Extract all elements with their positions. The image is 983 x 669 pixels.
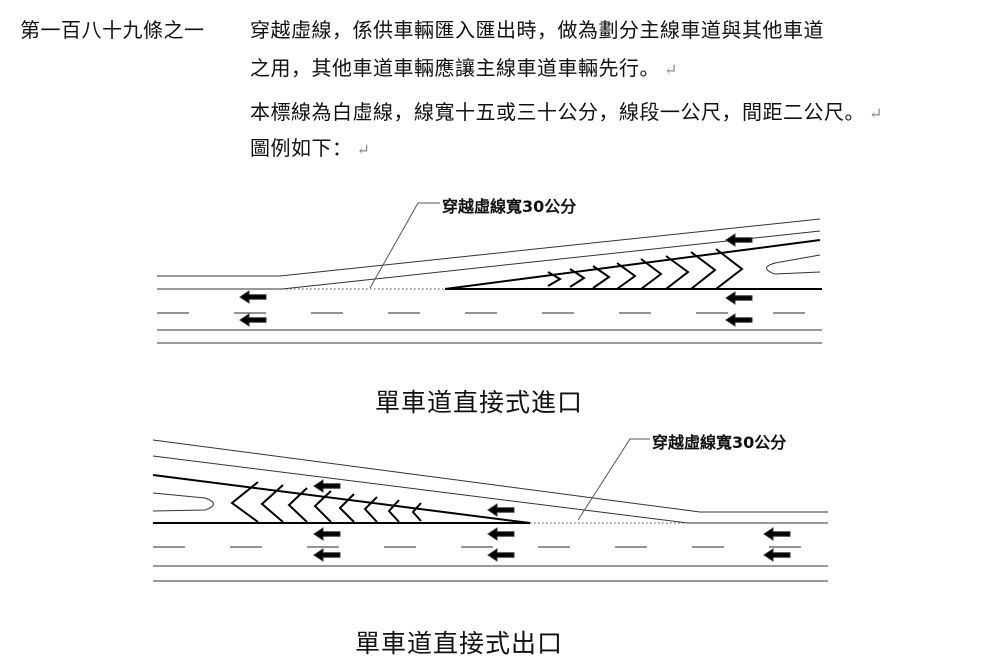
left-arrow-icon — [313, 479, 341, 493]
left-arrow-icon — [725, 233, 753, 247]
left-arrow-icon — [487, 548, 515, 562]
figure-2-label: 穿越虛線寬30公分 — [652, 433, 787, 452]
ramp-outer-edge-1 — [152, 439, 701, 513]
figure-2-caption: 單車道直接式出口 — [355, 629, 564, 658]
gore-wedge-edge — [152, 474, 531, 524]
article-text-line-2: 之用，其他車道車輛應讓主線車道車輛先行。↵ — [250, 52, 678, 81]
left-arrow-icon — [763, 527, 791, 541]
figure-1-caption: 單車道直接式進口 — [375, 388, 584, 417]
paragraph-mark: ↵ — [356, 140, 371, 159]
gore-wedge-edge — [444, 239, 821, 290]
article-text-line-3: 本標線為白虛線，線寬十五或三十公分，線段一公尺，間距二公尺。↵ — [250, 96, 883, 125]
label-leader-line — [577, 438, 650, 521]
left-arrow-icon — [313, 527, 341, 541]
article-text-3: 本標線為白虛線，線寬十五或三十公分，線段一公尺，間距二公尺。 — [250, 100, 865, 124]
left-arrow-icon — [239, 313, 267, 327]
chevron-markings — [230, 481, 422, 523]
article-text-2: 之用，其他車道車輛應讓主線車道車輛先行。 — [250, 56, 660, 80]
article-text-line-4: 圖例如下：↵ — [250, 132, 370, 161]
figure-1-label: 穿越虛線寬30公分 — [442, 197, 577, 216]
left-arrow-icon — [239, 290, 267, 304]
gore-nose — [766, 254, 821, 275]
left-arrow-icon — [763, 548, 791, 562]
left-arrow-icon — [487, 503, 515, 517]
left-arrow-icon — [725, 313, 753, 327]
left-arrow-icon — [487, 527, 515, 541]
paragraph-mark: ↵ — [869, 104, 883, 123]
exit-diagram — [152, 438, 828, 582]
left-arrow-icon — [725, 291, 753, 305]
paragraph-mark: ↵ — [664, 60, 678, 79]
chevron-markings — [547, 248, 744, 290]
ramp-outer-edge-1 — [279, 218, 821, 277]
left-arrow-icon — [313, 548, 341, 562]
label-leader-line — [369, 202, 440, 289]
article-number: 第一百八十九條之一 — [20, 18, 205, 42]
ramp-outer-edge-2 — [152, 455, 689, 524]
article-text-1: 穿越虛線，係供車輛匯入匯出時，做為劃分主線車道與其他車道 — [250, 18, 824, 42]
article-text-line-1: 穿越虛線，係供車輛匯入匯出時，做為劃分主線車道與其他車道 — [250, 14, 824, 43]
gore-nose — [152, 492, 214, 512]
entrance-diagram — [157, 202, 822, 344]
article-text-4: 圖例如下： — [250, 136, 353, 160]
